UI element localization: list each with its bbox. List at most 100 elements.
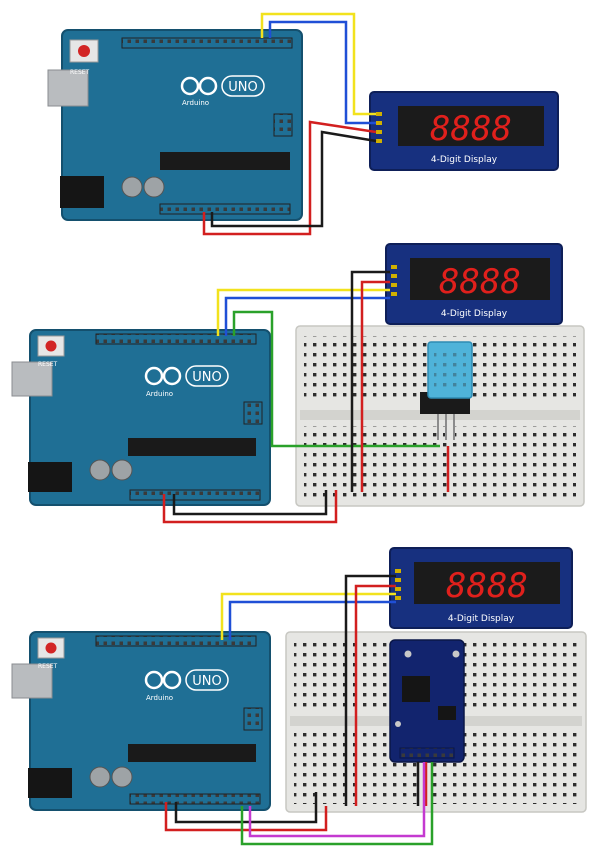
model-label: UNO <box>192 370 221 385</box>
four-digit-display: 8888 4-Digit Display <box>385 243 563 325</box>
usb-port <box>11 361 53 397</box>
reset-label: RESET <box>70 69 90 76</box>
power-jack <box>60 176 104 208</box>
reset-label: RESET <box>38 361 58 368</box>
display-pins <box>376 112 382 143</box>
power-analog-header <box>129 793 261 805</box>
wire-magenta <box>248 762 426 838</box>
display-window <box>414 562 560 604</box>
panel-2: RESET UNO Arduino 8888 4-Digit Display <box>11 243 585 524</box>
wire-red <box>202 120 377 236</box>
capacitor-2 <box>143 176 165 198</box>
wire-red <box>164 802 328 832</box>
wire-red <box>360 280 390 492</box>
display-label: 4-Digit Display <box>448 614 515 624</box>
icsp-header <box>243 707 263 731</box>
capacitor-2 <box>111 766 133 788</box>
icsp-header <box>273 113 293 137</box>
atmega-chip <box>128 438 256 456</box>
display-digits: 8888 <box>439 262 521 302</box>
breadboard-channel <box>300 410 580 420</box>
rtc-header <box>399 747 455 759</box>
display-window <box>398 106 544 146</box>
wire-yellow <box>220 592 396 640</box>
digital-header <box>121 37 293 49</box>
capacitor-1 <box>89 766 111 788</box>
wire-blue <box>228 600 396 640</box>
dht-sensor <box>420 341 473 440</box>
wire-black <box>344 574 396 806</box>
eeprom-chip <box>438 706 456 720</box>
capacitor-2 <box>111 459 133 481</box>
usb-port <box>11 663 53 699</box>
display-pins <box>391 265 397 296</box>
sensor-grille <box>434 350 466 388</box>
wires-panel-3 <box>164 574 434 846</box>
power-analog-header <box>159 203 291 215</box>
board-pcb <box>29 329 271 506</box>
reset-button-cap <box>78 45 90 57</box>
brand-label: Arduino <box>146 694 173 702</box>
brand-label: Arduino <box>182 99 209 107</box>
mount-hole <box>395 721 401 727</box>
atmega-chip <box>128 744 256 762</box>
model-badge <box>185 669 229 691</box>
wire-black <box>174 792 318 824</box>
power-analog-header <box>129 489 261 501</box>
display-label: 4-Digit Display <box>441 309 508 319</box>
arduino-logo-icon <box>180 76 218 96</box>
four-digit-display: 8888 4-Digit Display <box>389 547 573 629</box>
board-pcb <box>61 29 303 221</box>
reset-button-cap <box>45 642 57 654</box>
capacitor-1 <box>89 459 111 481</box>
arduino-board: RESET UNO Arduino <box>47 29 303 221</box>
panel-1: RESET UNO Arduino 8888 4-Digit Display <box>47 12 559 236</box>
capacitor-1 <box>121 176 143 198</box>
wire-black <box>350 270 390 492</box>
four-digit-display: 8888 4-Digit Display <box>369 91 559 171</box>
wire-green <box>232 310 440 448</box>
icsp-header <box>243 401 263 425</box>
wires-panel-2 <box>162 270 450 524</box>
display-label: 4-Digit Display <box>431 155 498 165</box>
arduino-logo-icon <box>144 670 182 690</box>
power-jack <box>28 462 72 492</box>
wire-blue <box>268 20 376 125</box>
model-label: UNO <box>228 80 257 95</box>
wire-red <box>162 490 338 524</box>
power-jack <box>28 768 72 798</box>
wire-yellow <box>260 12 376 116</box>
wire-black <box>210 130 377 228</box>
breadboard-holes-bottom <box>304 426 576 498</box>
panel-3: RESET UNO Arduino 8888 4-Digit Display <box>11 547 587 846</box>
reset-button-cap <box>45 340 57 352</box>
digital-header <box>95 635 257 647</box>
display-digits: 8888 <box>446 566 528 606</box>
mount-hole <box>452 650 460 658</box>
display-digits: 8888 <box>430 109 512 149</box>
wire-yellow <box>216 288 390 336</box>
board-pcb <box>29 631 271 811</box>
reset-label: RESET <box>38 663 58 670</box>
wires-panel-1 <box>202 12 377 236</box>
model-label: UNO <box>192 674 221 689</box>
display-window <box>410 258 550 300</box>
digital-header <box>95 333 257 345</box>
brand-label: Arduino <box>146 390 173 398</box>
atmega-chip <box>160 152 290 170</box>
display-pins <box>395 569 401 600</box>
wire-green <box>240 762 434 846</box>
arduino-board: RESET UNO Arduino <box>11 329 271 506</box>
arduino-board: RESET UNO Arduino <box>11 631 271 811</box>
model-badge <box>185 365 229 387</box>
mount-hole <box>404 650 412 658</box>
usb-port <box>47 69 89 107</box>
arduino-logo-icon <box>144 366 182 386</box>
model-badge <box>221 75 265 97</box>
rtc-module <box>389 639 465 763</box>
wire-black <box>172 490 328 516</box>
rtc-chip <box>402 676 430 702</box>
wire-blue <box>224 296 390 336</box>
wire-red <box>354 584 396 806</box>
